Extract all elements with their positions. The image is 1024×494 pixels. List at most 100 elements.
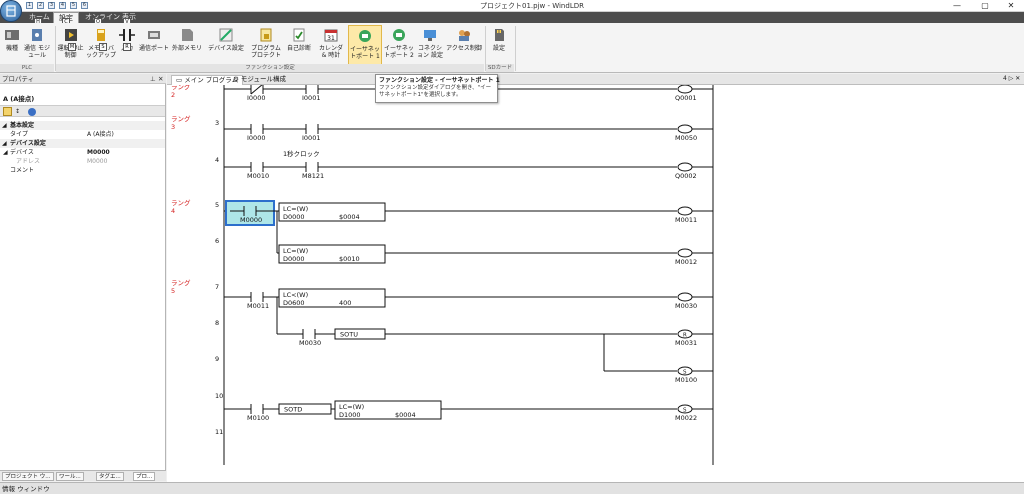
coil-label: M0022 (675, 414, 697, 422)
rung-label: ラング (171, 85, 191, 91)
rung-label: ラング (171, 198, 191, 207)
tab-main-program-label: メイン プログラム (184, 76, 239, 84)
quick-access-2[interactable]: 2 (37, 2, 44, 9)
application-menu-button[interactable] (0, 0, 22, 22)
ethernet-port-icon (393, 29, 405, 41)
calendar-clock-button[interactable]: 31 カレンダ & 時計 (316, 25, 346, 65)
coil (677, 162, 693, 172)
tab-view-label: 表示 (122, 13, 136, 21)
group-separator (515, 26, 516, 71)
tab-properties[interactable]: プロ... (133, 472, 156, 481)
keytip-memory-backup: S (99, 43, 107, 51)
property-row-address: アドレス M0000 (0, 157, 165, 166)
info-window-bar[interactable]: 情報 ウィンドウ (0, 482, 1024, 494)
sd-settings-icon (495, 29, 504, 41)
function-box-operand: 400 (339, 299, 351, 307)
property-row-device[interactable]: ◢ デバイス M0000 (0, 148, 165, 157)
property-row-type[interactable]: タイプ A (A接点) (0, 130, 165, 139)
contact-comment: 1秒クロック (283, 149, 320, 158)
selected-cell-highlight (225, 200, 275, 226)
access-control-icon (459, 30, 470, 41)
device-settings-icon (219, 28, 233, 42)
contact-label: M0100 (247, 414, 269, 422)
tab-tag-editor[interactable]: タグエ... (96, 472, 124, 481)
expand-icon[interactable]: ◢ (3, 149, 8, 156)
line-number: 3 (215, 119, 219, 127)
tab-main-program[interactable]: ▭ メイン プログラム (171, 75, 244, 85)
program-protect-icon (260, 28, 272, 42)
quick-access-6[interactable]: 6 (81, 2, 88, 9)
tab-home[interactable]: ホーム (24, 12, 55, 23)
quick-access-4[interactable]: 4 (59, 2, 66, 9)
comm-module-label: 通信 モジュール (24, 45, 50, 59)
coil (677, 85, 693, 94)
connection-settings-label: コネクション 設定 (417, 45, 443, 59)
categorized-icon[interactable] (3, 107, 12, 116)
plc-type-button[interactable]: 機種 (2, 25, 22, 65)
tab-view[interactable]: 表示 (117, 12, 141, 23)
self-diagnosis-button[interactable]: 自己診断 (284, 25, 314, 65)
ethernet-port-icon (359, 30, 371, 42)
section-basic-settings-label: 基本設定 (10, 122, 35, 129)
ethernet-port2-button[interactable]: イーサネットポート 2 (384, 25, 414, 65)
properties-title: プロパティ (2, 75, 35, 83)
property-value-device[interactable]: M0000 (87, 149, 110, 156)
minimize-button[interactable]: — (953, 1, 961, 10)
collapse-icon[interactable]: ◢ (2, 122, 7, 129)
program-protect-button[interactable]: プログラム プロテクト (250, 25, 282, 65)
pane-close-icon[interactable]: ✕ (158, 75, 164, 83)
coil-label: M0050 (675, 134, 697, 142)
contact-label: I0000 (247, 94, 265, 102)
tab-project-window[interactable]: プロジェクト ウ... (2, 472, 54, 481)
access-control-label: アクセス制御 (446, 45, 482, 52)
sd-settings-button[interactable]: 設定 (488, 25, 510, 65)
property-pages-icon[interactable] (28, 108, 36, 116)
external-memory-button[interactable]: 外部メモリ (172, 25, 202, 65)
external-memory-label: 外部メモリ (172, 45, 203, 52)
collapse-icon[interactable]: ◢ (2, 140, 7, 147)
contact-label: M0010 (247, 172, 269, 180)
section-device-settings[interactable]: ◢デバイス設定 (0, 139, 165, 148)
device-settings-label: デバイス設定 (208, 45, 244, 52)
contact-icon (119, 29, 135, 41)
connection-settings-button[interactable]: コネクション 設定 (416, 25, 444, 65)
quick-access-1[interactable]: 1 (26, 2, 33, 9)
ethernet-port1-button[interactable]: イーサネットポート 1 (348, 25, 382, 65)
comm-module-button[interactable]: 通信 モジュール (24, 25, 50, 65)
close-button[interactable]: ✕ (1007, 1, 1015, 10)
comm-port-button[interactable]: 通信ポート (138, 25, 170, 65)
function-box-operand: $0004 (395, 411, 416, 419)
program-protect-label: プログラム プロテクト (250, 45, 281, 59)
tab-online[interactable]: オンライン (80, 12, 125, 23)
property-row-comment[interactable]: コメント (0, 166, 165, 175)
device-settings-button[interactable]: デバイス設定 (204, 25, 248, 65)
coil-label: Q0002 (675, 172, 697, 180)
comm-port-icon (148, 31, 160, 39)
document-icon: ▭ (176, 76, 185, 84)
property-key-address: アドレス (16, 158, 41, 165)
access-control-button[interactable]: アクセス制御 (446, 25, 482, 65)
plc-icon (5, 30, 19, 40)
function-box (278, 202, 386, 222)
maximize-button[interactable]: ▢ (981, 1, 989, 10)
document-nav-controls[interactable]: 4 ▷ ✕ (1003, 75, 1021, 82)
properties-pane: プロパティ ⊥ ✕ A (A接点) ↕ ◢基本設定 タイプ A (A接点) ◢デ… (0, 74, 166, 470)
section-basic-settings[interactable]: ◢基本設定 (0, 121, 165, 130)
rung-number: 4 (171, 207, 175, 215)
tab-module-config[interactable]: ⚙ モジュール構成 (229, 75, 290, 85)
group-plc-label: PLC (0, 64, 54, 72)
section-device-settings-label: デバイス設定 (10, 140, 46, 147)
quick-access-5[interactable]: 5 (70, 2, 77, 9)
function-box (278, 288, 386, 308)
connection-icon (424, 30, 436, 41)
sort-alpha-icon[interactable]: ↕ (15, 108, 21, 115)
tab-workspace[interactable]: ワール... (56, 472, 84, 481)
contact-label: M8121 (302, 172, 324, 180)
line-number: 7 (215, 283, 219, 291)
pin-icon[interactable]: ⊥ (150, 75, 156, 83)
quick-access-3[interactable]: 3 (48, 2, 55, 9)
coil-label: M0100 (675, 376, 697, 384)
contact-label: I0000 (247, 134, 265, 142)
